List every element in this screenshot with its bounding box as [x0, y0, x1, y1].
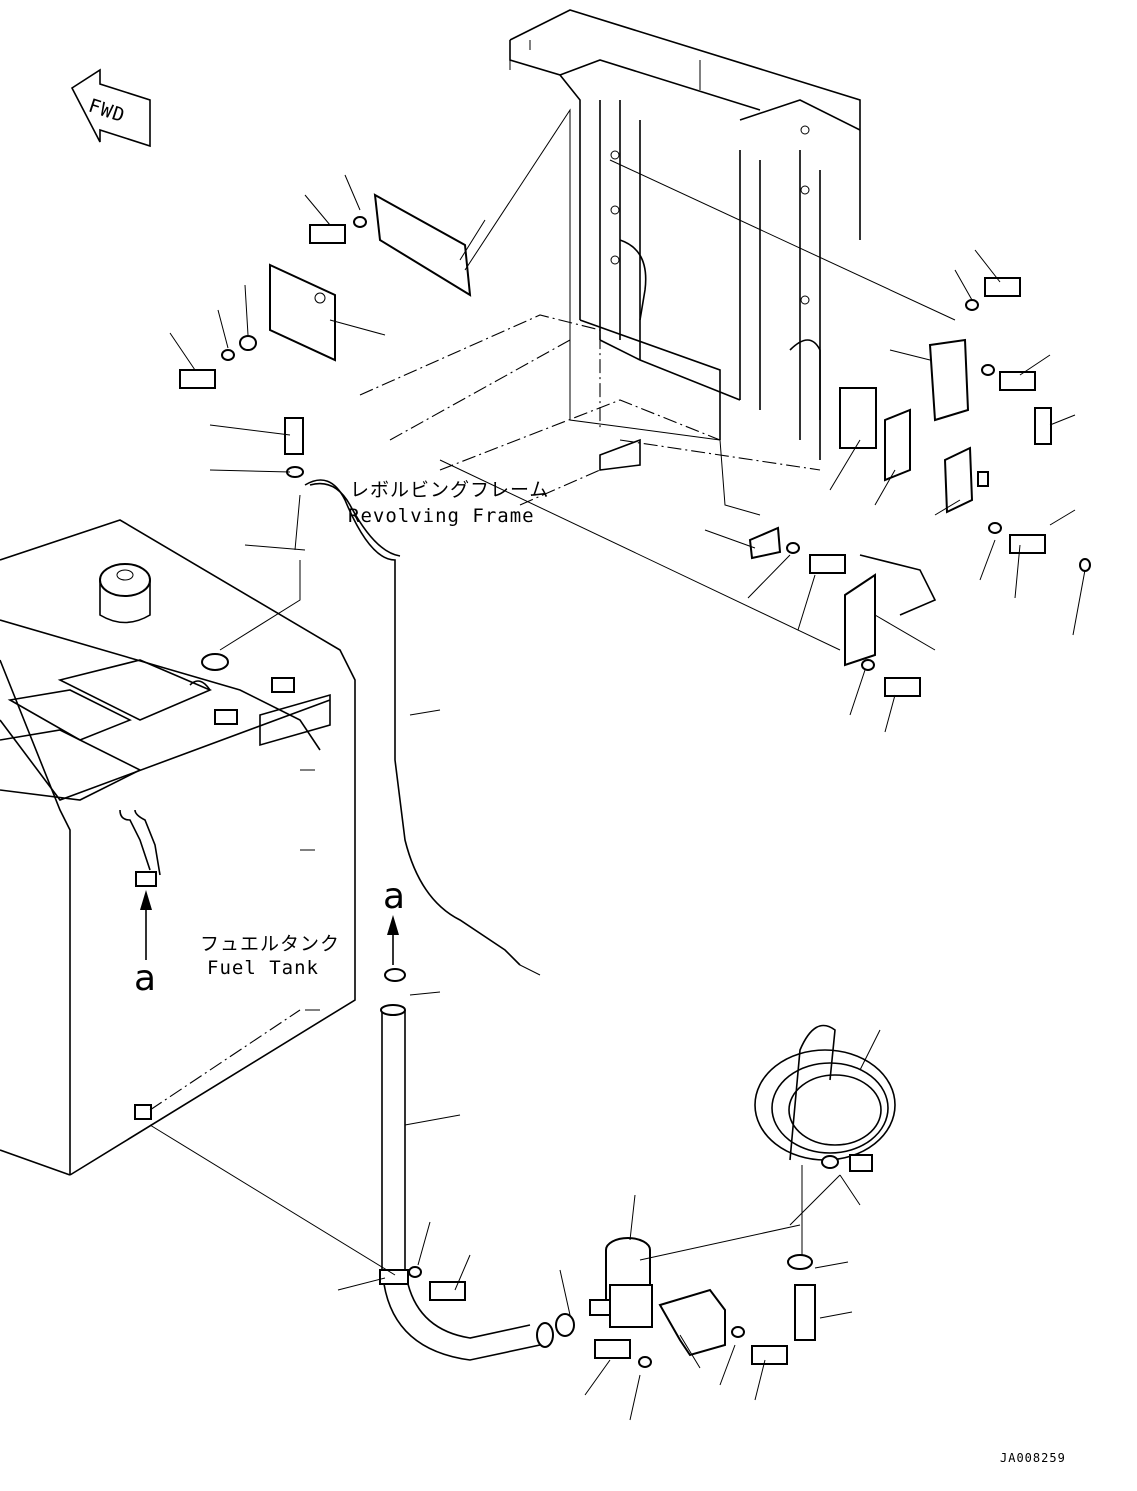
- revolving-frame-label-en: Revolving Frame: [348, 505, 535, 527]
- fuel-tank-label-ja: フュエルタンク: [200, 933, 340, 955]
- leader-lines: [149, 108, 1086, 1421]
- fwd-arrow: FWD: [70, 68, 151, 148]
- ref-a-tank-label: a: [134, 958, 156, 999]
- reference-a-pipe: a: [383, 876, 405, 965]
- brackets-and-hardware: [179, 193, 1091, 1368]
- revolving-frame: [359, 9, 861, 506]
- coiled-hose: [754, 1024, 896, 1172]
- fuel-tank: [0, 519, 356, 1176]
- suction-pipe: [379, 968, 554, 1361]
- fuel-pump: [555, 1237, 816, 1357]
- drawing-number: JA008259: [1000, 1451, 1066, 1465]
- wire-harness: [304, 479, 541, 976]
- fwd-label: FWD: [86, 95, 128, 127]
- reference-a-tank: a: [134, 890, 156, 999]
- ref-a-pipe-label: a: [383, 876, 405, 917]
- fuel-tank-label-en: Fuel Tank: [207, 957, 319, 979]
- revolving-frame-label-ja: レボルビングフレーム: [350, 479, 549, 501]
